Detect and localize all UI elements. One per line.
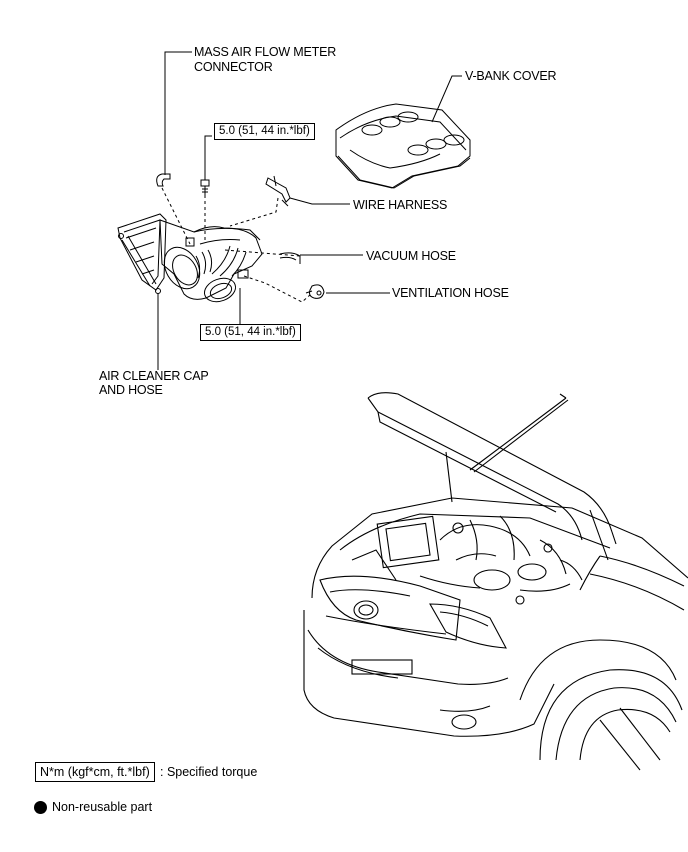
torque-spec-lower: 5.0 (51, 44 in.*lbf) bbox=[200, 324, 301, 341]
label-wire-harness: WIRE HARNESS bbox=[353, 198, 448, 212]
label-maf-connector-line1: MASS AIR FLOW METER bbox=[194, 45, 337, 59]
vehicle-part bbox=[303, 392, 688, 771]
ventilation-hose-part bbox=[305, 284, 325, 299]
legend-non-reusable: Non-reusable part bbox=[52, 800, 153, 814]
legend-torque-box: N*m (kgf*cm, ft.*lbf) bbox=[35, 762, 155, 782]
label-maf-connector-line2: CONNECTOR bbox=[194, 60, 273, 74]
label-air-cleaner-line1: AIR CLEANER CAP bbox=[99, 369, 209, 383]
maf-connector-part bbox=[156, 173, 171, 187]
leader-lines bbox=[157, 51, 462, 370]
v-bank-cover-part bbox=[335, 103, 471, 189]
air-cleaner-assembly bbox=[117, 213, 263, 303]
label-air-cleaner-line2: AND HOSE bbox=[99, 383, 163, 397]
bolt-upper bbox=[200, 179, 210, 196]
label-vacuum-hose: VACUUM HOSE bbox=[366, 249, 456, 263]
torque-spec-upper: 5.0 (51, 44 in.*lbf) bbox=[214, 123, 315, 140]
label-ventilation-hose: VENTILATION HOSE bbox=[392, 286, 509, 300]
non-reusable-dot-icon bbox=[34, 801, 47, 814]
legend-torque-description: : Specified torque bbox=[160, 765, 258, 779]
vacuum-hose-part bbox=[279, 252, 301, 264]
label-v-bank-cover: V-BANK COVER bbox=[465, 69, 557, 83]
wire-harness-part bbox=[265, 175, 291, 207]
